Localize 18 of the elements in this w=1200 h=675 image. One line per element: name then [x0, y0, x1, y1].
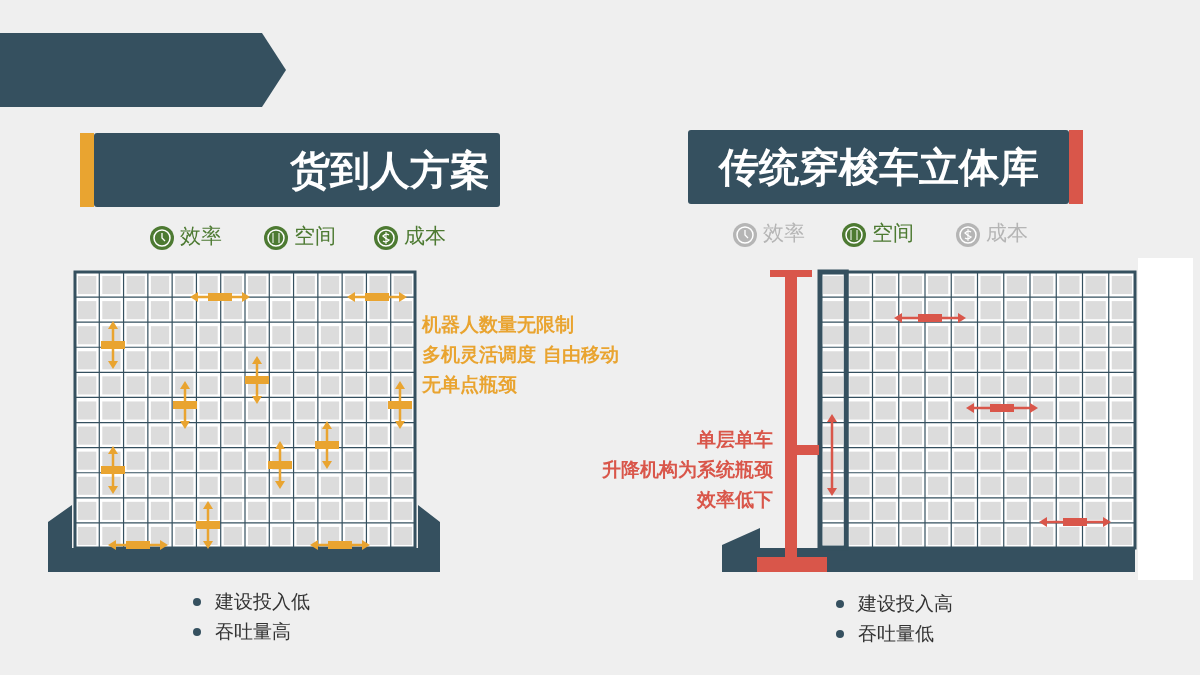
feature-note: 机器人数量无限制: [422, 315, 574, 334]
feature-note: 升降机构为系统瓶颈: [602, 460, 773, 479]
rating-label: 效率: [180, 226, 222, 247]
rating-label: 效率: [763, 223, 805, 244]
bullet-item: 吞吐量高: [215, 622, 291, 641]
rating-label: 空间: [872, 223, 914, 244]
rating-label: 成本: [986, 223, 1028, 244]
bullet-item: 建设投入低: [215, 592, 310, 611]
section-heading: 传统穿梭车立体库: [688, 130, 1069, 204]
bullet-item: 吞吐量低: [858, 624, 934, 643]
bullet-item: 建设投入高: [858, 594, 953, 613]
feature-note: 单层单车: [697, 430, 773, 449]
rating-label: 成本: [404, 226, 446, 247]
rating-label: 空间: [294, 226, 336, 247]
feature-note: 多机灵活调度 自由移动: [422, 345, 619, 364]
feature-note: 效率低下: [697, 490, 773, 509]
section-heading: 货到人方案: [94, 133, 500, 207]
feature-note: 无单点瓶颈: [422, 375, 517, 394]
